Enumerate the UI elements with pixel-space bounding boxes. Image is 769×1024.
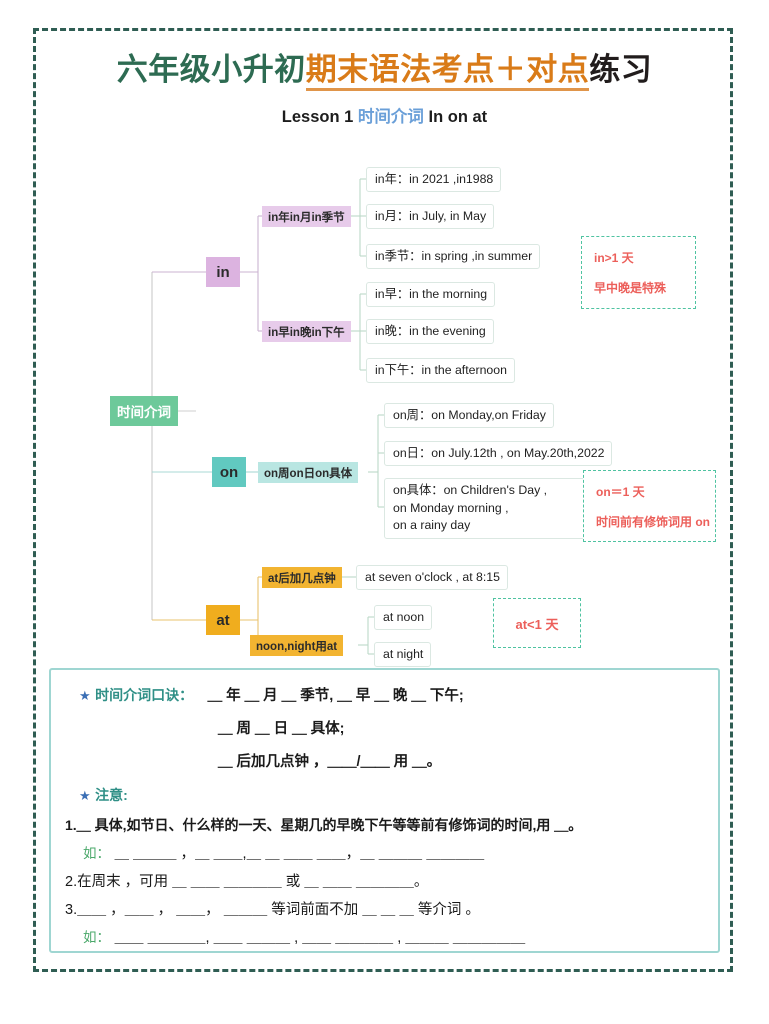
mindmap-leaf[interactable]: at seven o'clock , at 8:15 (356, 565, 508, 590)
note-line: 早中晚是特殊 (594, 281, 667, 295)
notice-item-3: 3.＿＿ ，＿＿ ， ＿＿， ＿＿＿ 等词前面不加 ＿ ＿ ＿ 等介词 。 (65, 902, 480, 918)
notice-item-2: 2.在周末 ，可用 ＿ ＿＿ ＿＿＿＿ 或 ＿ ＿＿ ＿＿＿＿。 (65, 874, 429, 890)
notice-item-2-row: 2.在周末 ，可用 ＿ ＿＿ ＿＿＿＿ 或 ＿ ＿＿ ＿＿＿＿。 (65, 870, 428, 891)
mindmap-leaf[interactable]: in早：in the morning (366, 282, 496, 307)
formula-line-1: ＿ 年 ＿ 月 ＿ 季节, ＿ 早 ＿ 晚 ＿ 下午; (207, 688, 464, 704)
notice-title-row: ★ 注意: (79, 785, 128, 805)
mindmap-leaf[interactable]: at noon (374, 605, 433, 630)
formula-line-3-row: ＿ 后加几点钟 ，＿＿/＿＿ 用 ＿。 (218, 750, 441, 771)
example-label: 如： (83, 846, 110, 861)
formula-title: 时间介词口诀： (95, 687, 194, 703)
note-line: at<1 天 (515, 616, 559, 632)
notice-title: 注意: (95, 787, 128, 803)
mindmap-node-on-group-1[interactable]: on周on日on具体 (258, 462, 359, 483)
mindmap-root-node[interactable]: 时间介词 (110, 396, 178, 426)
notice-item-3-example-row: 如： ＿＿ ＿＿＿＿, ＿＿ ＿＿＿ , ＿＿ ＿＿＿＿ , ＿＿＿ ＿＿＿＿＿ (83, 926, 525, 947)
example-blanks: ＿ ＿＿＿ ，＿ ＿＿,＿ ＿ ＿＿ ＿＿，＿ ＿＿＿ ＿＿＿＿ (114, 846, 485, 862)
mindmap-node-at-group-1[interactable]: at后加几点钟 (262, 567, 342, 588)
formula-line-3: ＿ 后加几点钟 ，＿＿/＿＿ 用 ＿。 (218, 754, 442, 770)
example-blanks: ＿＿ ＿＿＿＿, ＿＿ ＿＿＿ , ＿＿ ＿＿＿＿ , ＿＿＿ ＿＿＿＿＿ (114, 930, 526, 946)
mindmap-note-on: on＝1 天 时间前有修饰词用 on (583, 470, 716, 542)
mindmap-leaf[interactable]: on日：on July.12th , on May.20th,2022 (384, 441, 613, 466)
page-subtitle: Lesson 1 时间介词 In on at (0, 103, 769, 127)
page-title-part-dark: 练习 (589, 52, 653, 87)
mindmap-leaf[interactable]: in月：in July, in May (366, 204, 495, 229)
page-title-part-green: 六年级小升初 (116, 52, 306, 87)
mindmap-node-on[interactable]: on (212, 457, 246, 487)
note-line: on＝1 天 (596, 484, 645, 499)
page-title: 六年级小升初期末语法考点＋对点练习 (0, 44, 769, 91)
subtitle-topic-cn: 时间介词 (357, 108, 424, 126)
formula-line-2-row: ＿ 周 ＿ 日 ＿ 具体; (218, 717, 344, 738)
example-label: 如： (83, 930, 110, 945)
mindmap-node-in-group-2[interactable]: in早in晚in下午 (262, 321, 351, 342)
formula-line-2: ＿ 周 ＿ 日 ＿ 具体; (218, 721, 345, 737)
star-icon: ★ (79, 688, 91, 703)
mindmap-note-in: in>1 天 早中晚是特殊 (581, 236, 696, 309)
mindmap-connectors (151, 178, 384, 655)
notice-item-1-row: 1.＿ 具体,如节日、什么样的一天、星期几的早晚下午等等前有修饰词的时间,用 ＿… (65, 815, 582, 835)
outer-dashed-frame (33, 28, 733, 972)
mindmap-leaf[interactable]: in晚：in the evening (366, 319, 494, 344)
mindmap-node-at-group-2[interactable]: noon,night用at (250, 635, 344, 656)
notice-item-1-example-row: 如： ＿ ＿＿＿ ，＿ ＿＿,＿ ＿ ＿＿ ＿＿，＿ ＿＿＿ ＿＿＿＿ (83, 842, 484, 863)
mindmap-note-at: at<1 天 (493, 598, 581, 648)
mindmap-leaf[interactable]: in年：in 2021 ,in1988 (366, 167, 502, 192)
note-line: in>1 天 (594, 251, 634, 265)
subtitle-topic-en: In on at (428, 108, 488, 126)
mindmap-leaf[interactable]: at night (374, 642, 432, 667)
exercise-panel: ★ 时间介词口诀： ＿ 年 ＿ 月 ＿ 季节, ＿ 早 ＿ 晚 ＿ 下午; ＿ … (49, 668, 720, 953)
mindmap-node-at[interactable]: at (206, 605, 240, 635)
note-line: 时间前有修饰词用 on (596, 514, 710, 529)
mindmap-leaf[interactable]: on具体：on Children's Day ,on Monday mornin… (384, 478, 585, 539)
mindmap: 时间介词 in in年in月in季节 in早in晚in下午 in年：in 202… (110, 167, 716, 667)
formula-title-row: ★ 时间介词口诀： ＿ 年 ＿ 月 ＿ 季节, ＿ 早 ＿ 晚 ＿ 下午; (79, 684, 464, 705)
subtitle-lesson: Lesson 1 (281, 108, 354, 126)
page-title-part-orange: 期末语法考点＋对点 (305, 52, 590, 91)
notice-item-1: 1.＿ 具体,如节日、什么样的一天、星期几的早晚下午等等前有修饰词的时间,用 ＿… (65, 817, 583, 833)
mindmap-node-in-group-1[interactable]: in年in月in季节 (262, 206, 351, 227)
mindmap-leaf[interactable]: on周：on Monday,on Friday (384, 403, 554, 428)
mindmap-leaf[interactable]: in下午：in the afternoon (366, 358, 515, 383)
notice-item-3-row: 3.＿＿ ，＿＿ ， ＿＿， ＿＿＿ 等词前面不加 ＿ ＿ ＿ 等介词 。 (65, 898, 480, 919)
star-icon: ★ (79, 788, 91, 803)
mindmap-leaf[interactable]: in季节：in spring ,in summer (366, 244, 541, 269)
mindmap-node-in[interactable]: in (206, 257, 240, 287)
